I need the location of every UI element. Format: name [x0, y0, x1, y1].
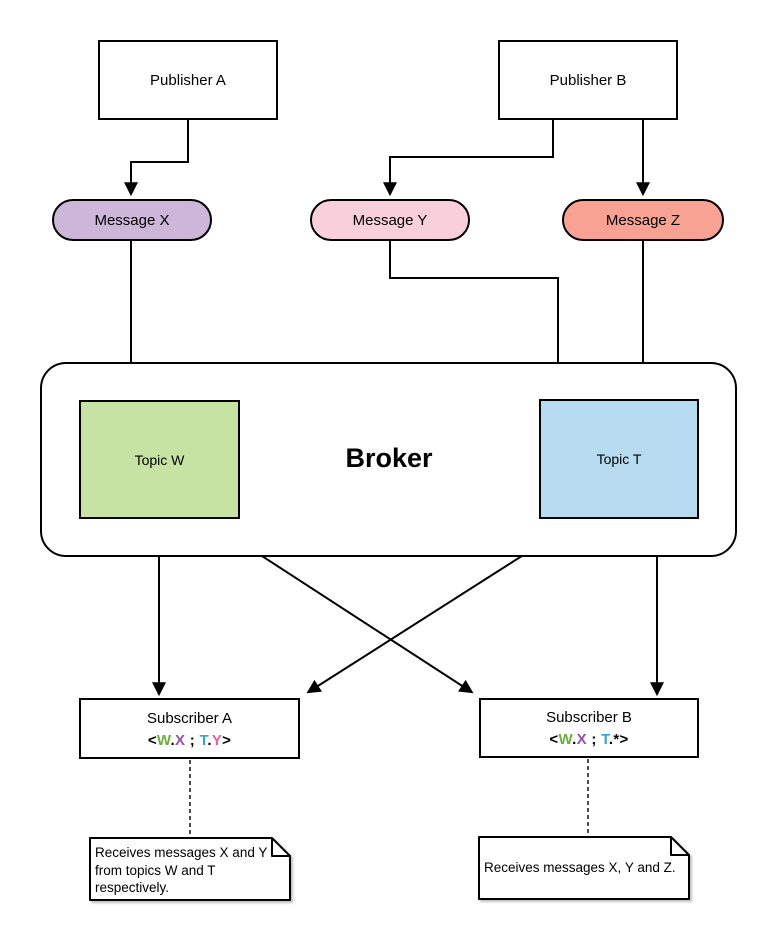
expr-part: Y — [211, 731, 223, 749]
expr-part: > — [222, 731, 232, 749]
publisher-a-node: Publisher A — [98, 40, 278, 120]
expr-part: ; — [185, 731, 200, 749]
topic-w-node: Topic W — [79, 400, 240, 519]
topic-w-label: Topic W — [134, 451, 185, 468]
note-a-shape — [89, 837, 291, 901]
expr-part: < — [549, 731, 559, 748]
note-b-shape — [478, 836, 690, 900]
expr-part: T — [601, 731, 609, 748]
broker-title: Broker — [345, 443, 433, 473]
expr-part: W — [558, 731, 573, 748]
expr-part: . — [608, 731, 614, 748]
expr-part: X — [174, 731, 186, 749]
expr-part: > — [619, 731, 629, 748]
topic-t-label: Topic T — [596, 451, 642, 467]
expr-part: ; — [586, 731, 602, 748]
expr-part: . — [170, 731, 175, 749]
expr-part: . — [572, 731, 577, 748]
expr-part: . — [207, 731, 212, 749]
subscriber-a-node: Subscriber A <W.X ; T.Y> — [79, 698, 300, 759]
message-y-node: Message Y — [310, 199, 470, 241]
publisher-b-label: Publisher B — [549, 71, 627, 89]
expr-part: * — [613, 731, 620, 748]
publisher-a-label: Publisher A — [150, 71, 226, 89]
edge-message-y-to-topic-t — [389, 241, 565, 399]
message-z-label: Message Z — [605, 211, 681, 229]
note-b-fold-icon — [670, 837, 689, 856]
subscriber-b-label: Subscriber B — [546, 709, 632, 727]
expr-part: T — [199, 731, 208, 749]
expr-part: < — [147, 731, 157, 749]
topic-t-node: Topic T — [539, 399, 699, 519]
subscriber-a-label: Subscriber A — [146, 709, 233, 727]
expr-part: X — [576, 731, 587, 748]
subscriber-a-expression: <W.X ; T.Y> — [148, 730, 231, 752]
message-x-label: Message X — [94, 211, 170, 229]
note-a-fold-icon — [271, 838, 290, 857]
subscriber-b-expression: <W.X ; T.*> — [549, 729, 628, 751]
subscriber-b-node: Subscriber B <W.X ; T.*> — [479, 698, 699, 758]
edge-publisher-a-to-message-x — [124, 120, 189, 197]
message-x-node: Message X — [52, 199, 212, 241]
message-y-label: Message Y — [352, 211, 428, 229]
note-b-text: Receives messages X, Y and Z. — [484, 860, 676, 876]
publisher-b-node: Publisher B — [498, 40, 678, 120]
message-z-node: Message Z — [562, 199, 724, 241]
note-a-text: Receives messages X and Y from topics W … — [95, 845, 268, 896]
edge-publisher-b-to-message-y — [383, 120, 554, 197]
expr-part: W — [156, 731, 171, 749]
